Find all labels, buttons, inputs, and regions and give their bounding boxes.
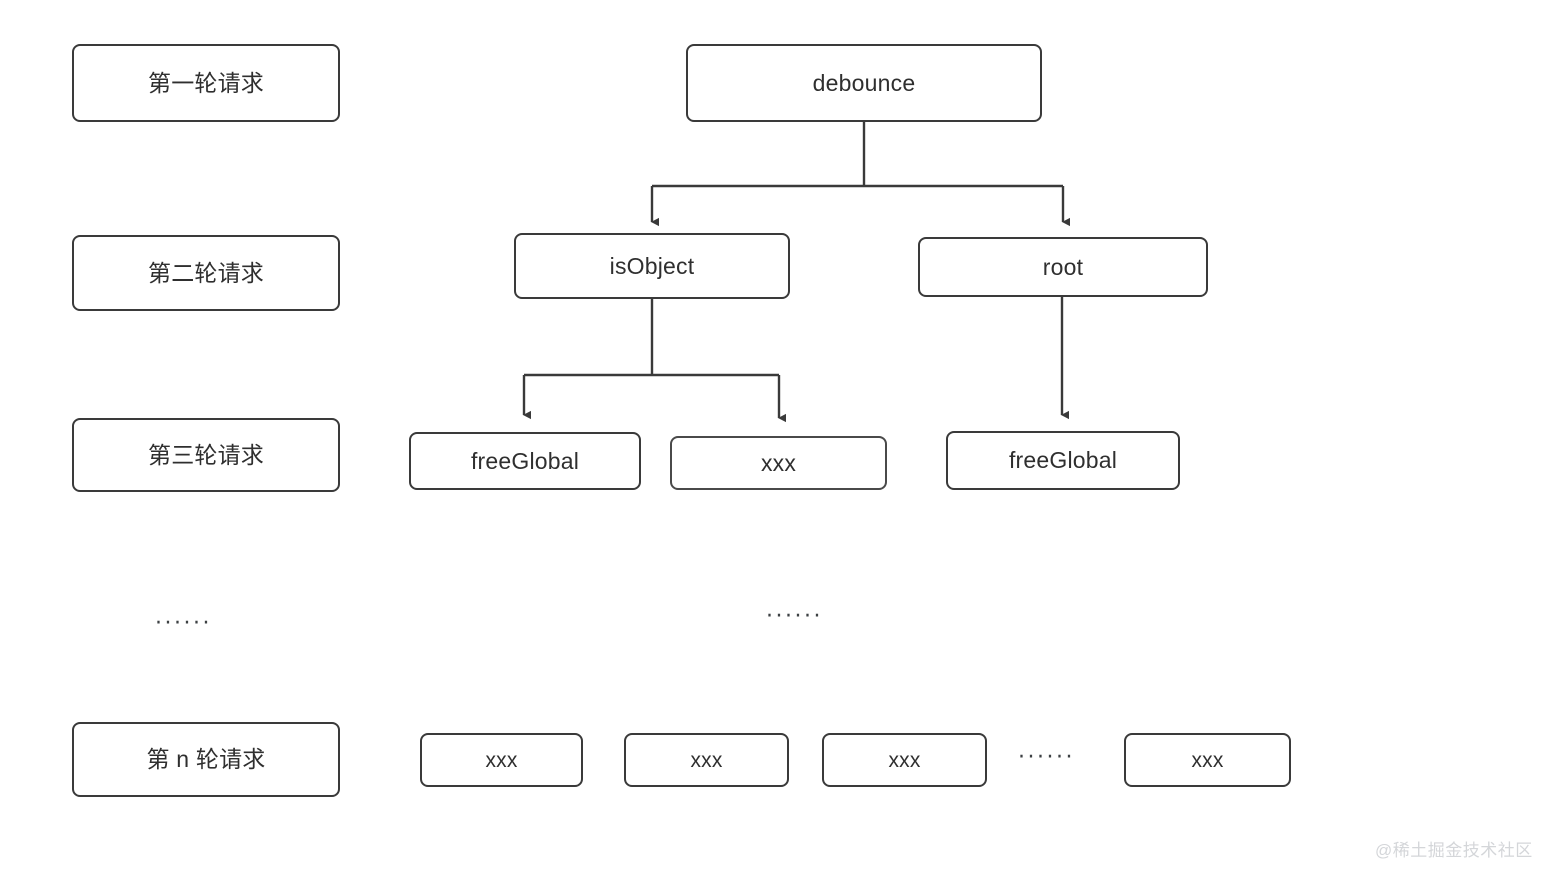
round-label-n: 第 n 轮请求	[72, 722, 340, 797]
edge-isobject-to-level3	[522, 299, 786, 423]
edge-debounce-to-level2	[650, 122, 1070, 227]
node-xxx-level3: xxx	[670, 436, 887, 490]
round-label-2: 第二轮请求	[72, 235, 340, 311]
round-label-3: 第三轮请求	[72, 418, 340, 492]
node-xxx-round-n-2: xxx	[624, 733, 789, 787]
round-label-1: 第一轮请求	[72, 44, 340, 122]
ellipsis-left-column: ······	[155, 611, 212, 636]
ellipsis-bottom-row: ······	[1018, 745, 1075, 770]
node-xxx-round-n-1: xxx	[420, 733, 583, 787]
ellipsis-middle-tree: ······	[766, 604, 823, 629]
node-isobject: isObject	[514, 233, 790, 299]
node-root: root	[918, 237, 1208, 297]
node-xxx-round-n-4: xxx	[1124, 733, 1291, 787]
node-freeglobal-left: freeGlobal	[409, 432, 641, 490]
watermark: @稀土掘金技术社区	[1375, 841, 1533, 860]
node-debounce: debounce	[686, 44, 1042, 122]
node-xxx-round-n-3: xxx	[822, 733, 987, 787]
node-freeglobal-right: freeGlobal	[946, 431, 1180, 490]
